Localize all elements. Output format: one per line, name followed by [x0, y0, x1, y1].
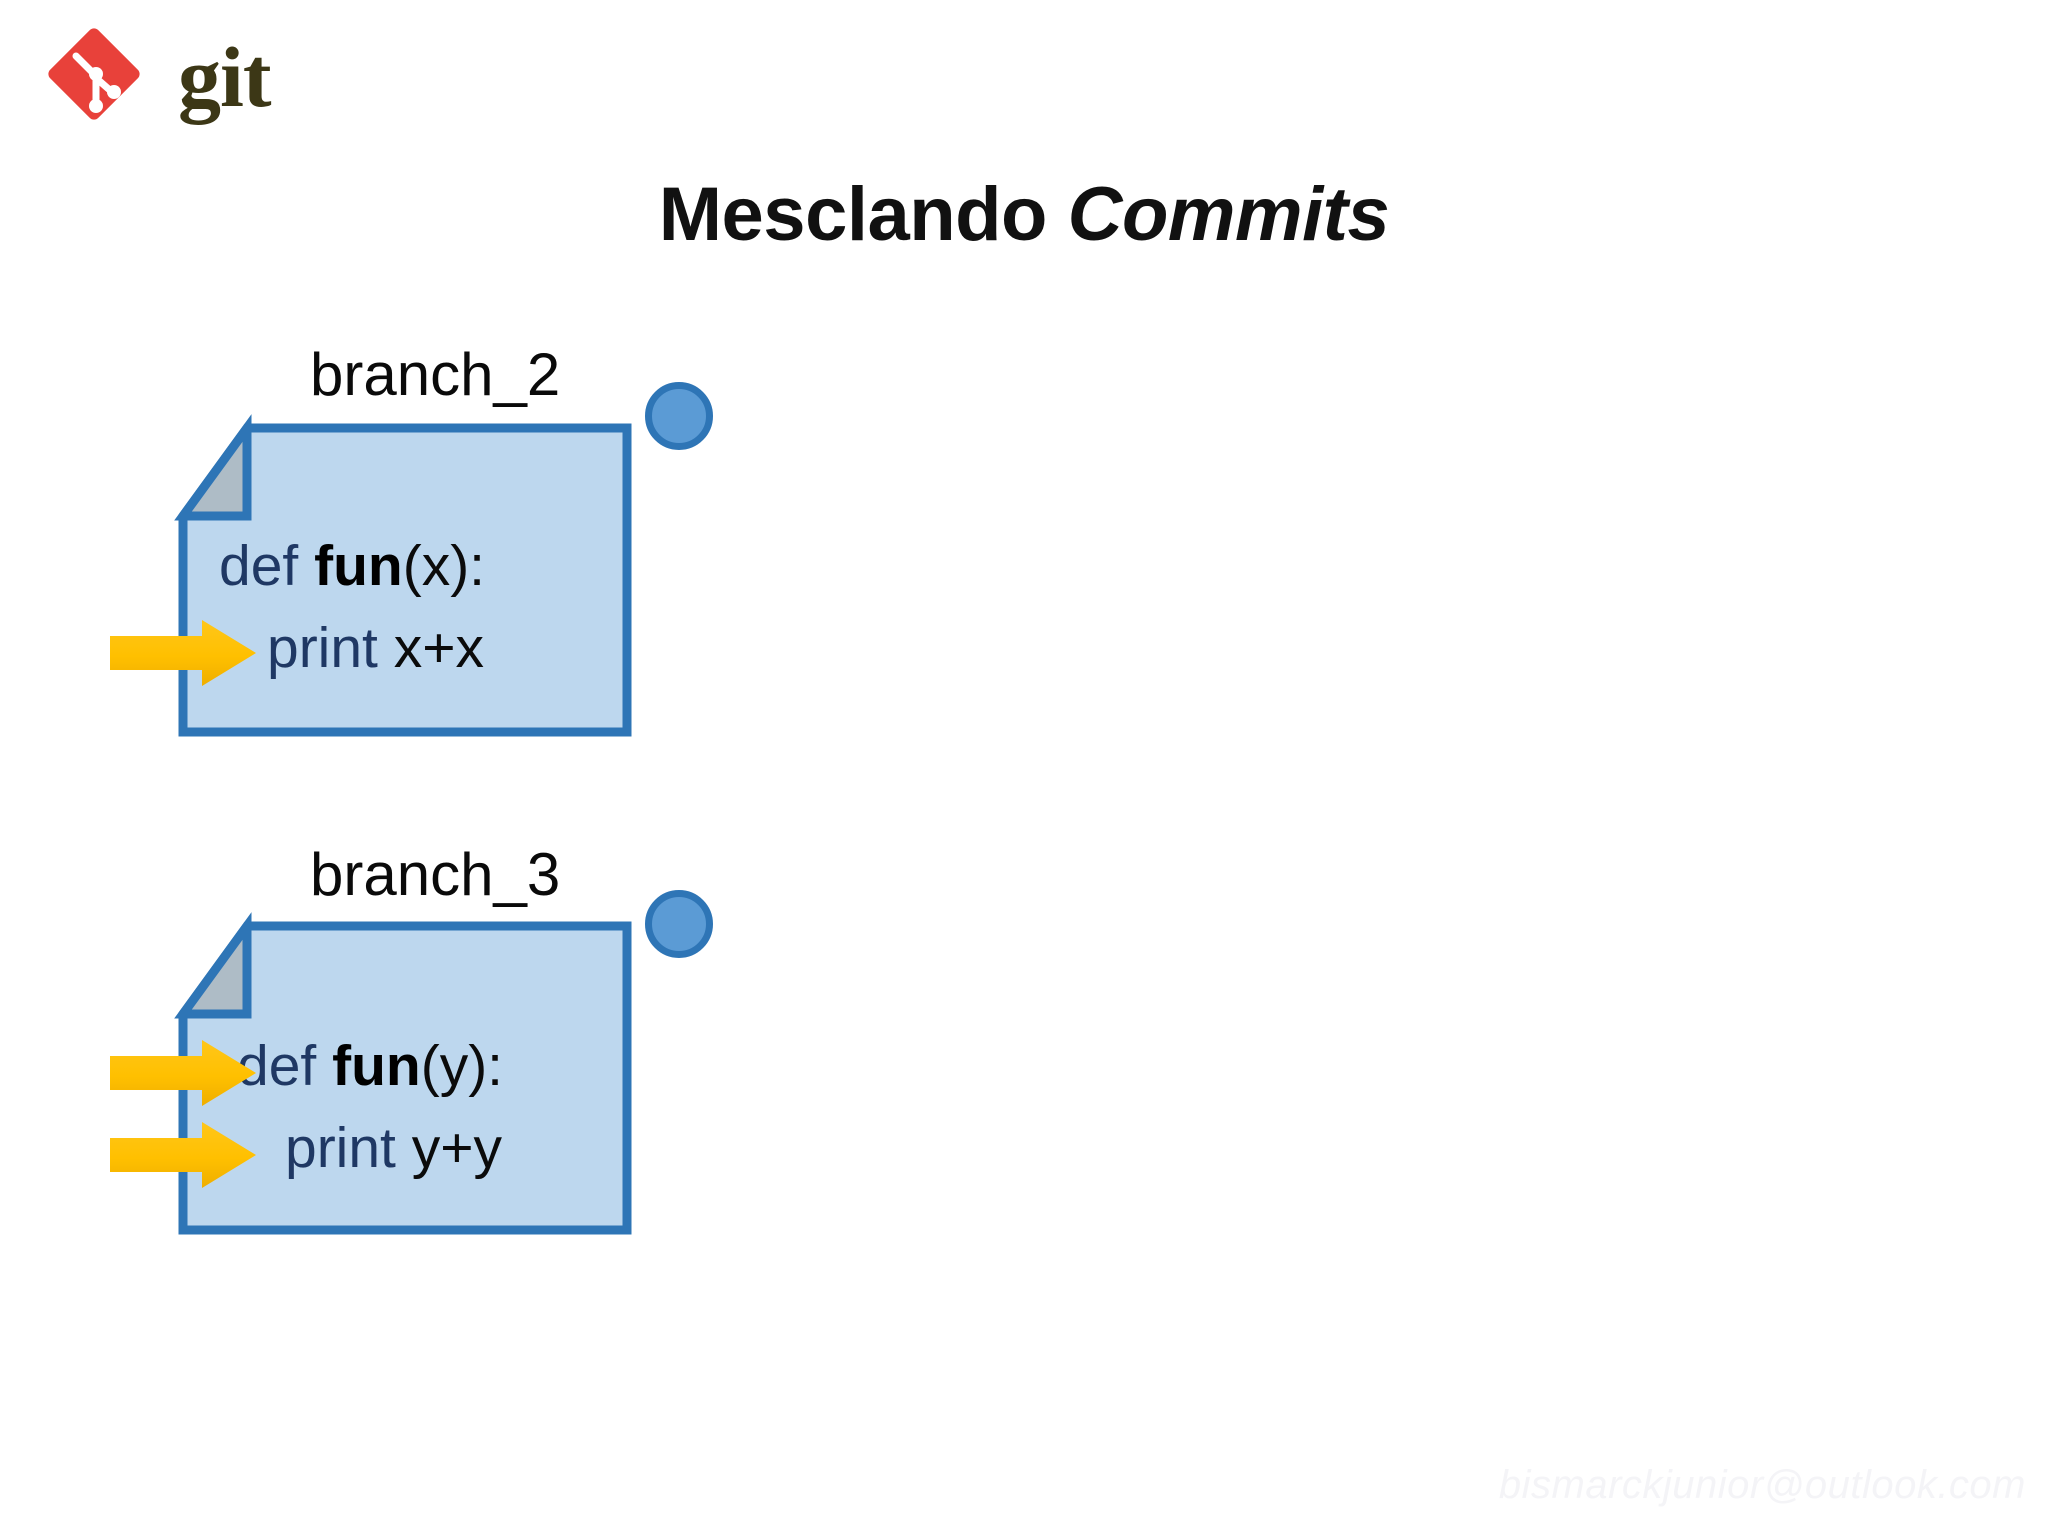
- document-card-branch-2[interactable]: def fun(x): print x+x: [174, 414, 635, 740]
- git-wordmark: git: [178, 29, 272, 125]
- git-diamond-logo-icon: [48, 28, 140, 120]
- commit-dot-icon-branch-3[interactable]: [645, 890, 713, 958]
- page-title: Mesclando Commits: [0, 175, 2048, 255]
- git-logo: git: [38, 18, 288, 128]
- title-italic: [1047, 172, 1068, 257]
- title-italic-word: Commits: [1067, 172, 1390, 257]
- document-shape-icon: [174, 414, 632, 737]
- title-plain: Mesclando: [658, 172, 1048, 257]
- branch-label-branch-2: branch_2: [310, 341, 561, 408]
- arrow-right-icon: [110, 1122, 256, 1188]
- commit-dot-icon-branch-2[interactable]: [645, 382, 713, 450]
- arrow-right-icon: [110, 1040, 256, 1106]
- watermark-email: bismarckjunior@outlook.com: [1498, 1463, 2026, 1507]
- merge-arrow-branch-3-line-1: [110, 1040, 256, 1106]
- merge-arrow-branch-3-line-2: [110, 1122, 256, 1188]
- arrow-right-icon: [110, 620, 256, 686]
- merge-arrow-branch-2-line-1: [110, 620, 256, 686]
- branch-label-branch-3: branch_3: [310, 841, 561, 908]
- document-shape-icon: [174, 912, 632, 1235]
